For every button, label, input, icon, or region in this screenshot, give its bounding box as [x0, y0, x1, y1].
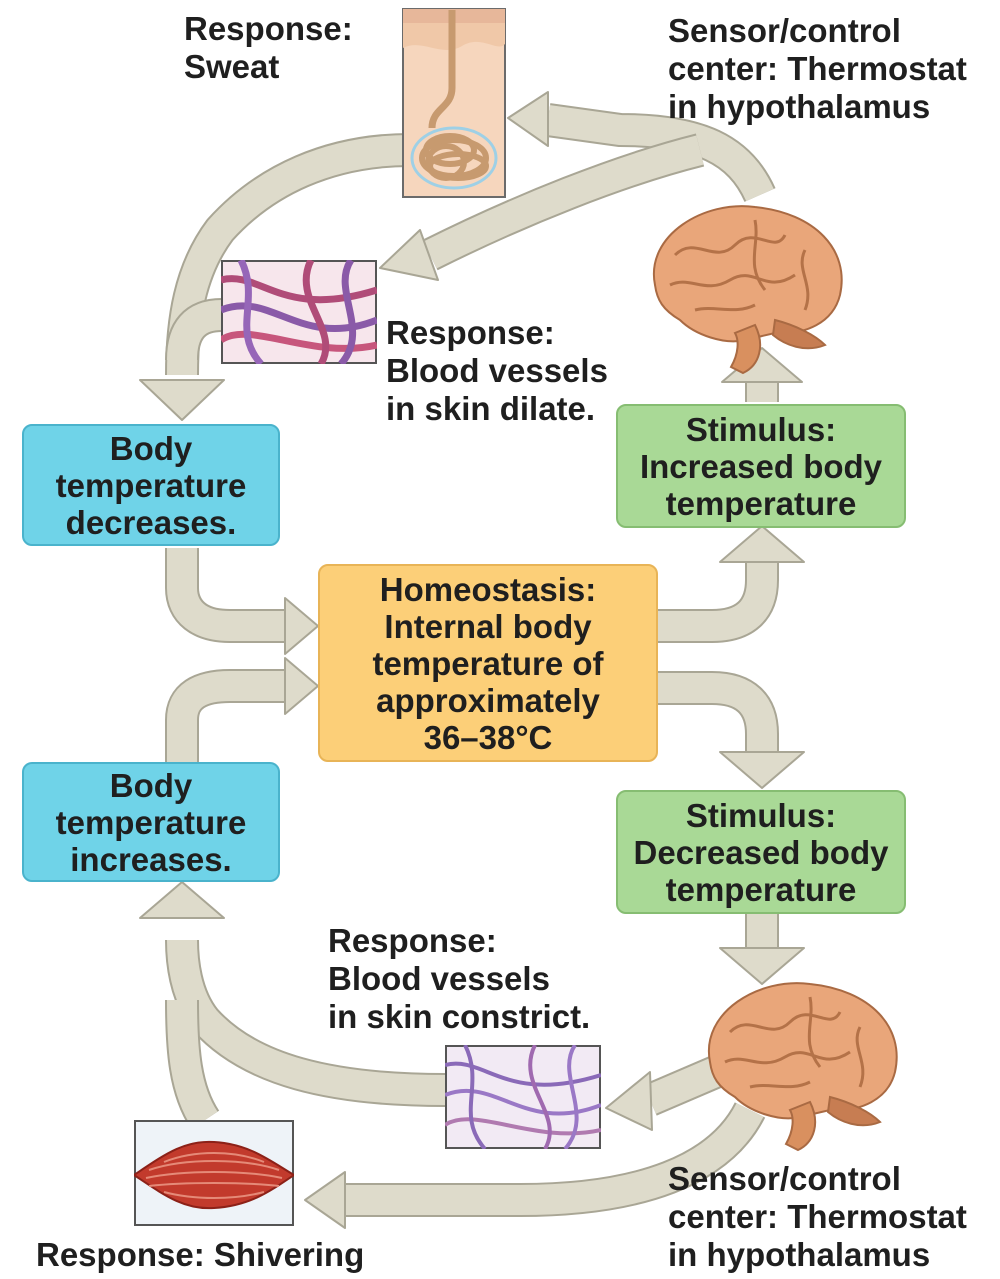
brain-bottom-image	[690, 972, 910, 1152]
arrow-to-constrict	[606, 1072, 652, 1130]
brain-top-image	[635, 195, 855, 375]
response-sweat-label: Response:Sweat	[184, 10, 353, 86]
arrow-to-sweat	[508, 92, 548, 146]
arrow-into-homeostasis-top	[285, 598, 318, 654]
homeostasis-to-stimulus-increased	[658, 526, 804, 626]
homeostasis-to-stimulus-decreased	[658, 688, 804, 788]
response-shivering-label: Response: Shivering	[36, 1236, 364, 1274]
dilated-blood-vessels-image	[221, 260, 377, 364]
arrow-into-homeostasis-bottom	[285, 658, 318, 714]
arrow-to-decreases	[140, 380, 224, 420]
increases-to-homeostasis	[182, 658, 318, 762]
arrow-to-increases	[140, 882, 224, 918]
constricted-blood-vessels-image	[445, 1045, 601, 1149]
sweat-gland-image	[402, 8, 506, 198]
arrow-to-shivering	[305, 1172, 345, 1228]
muscle-image	[134, 1120, 294, 1226]
decreases-to-homeostasis	[182, 548, 318, 654]
